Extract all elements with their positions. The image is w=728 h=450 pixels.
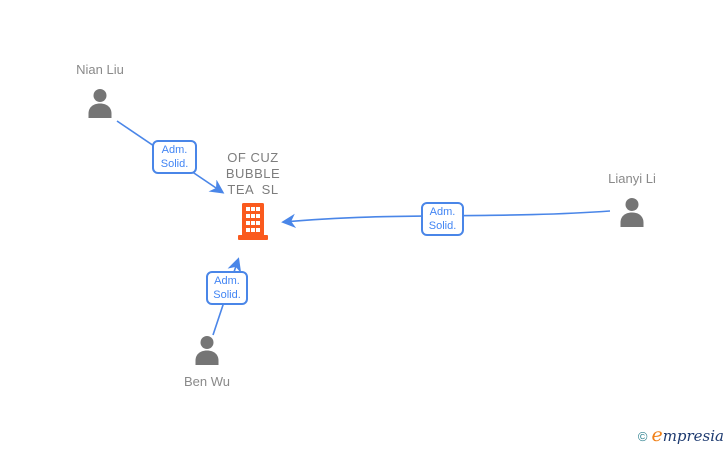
edge-label-line1: Adm.	[214, 275, 240, 287]
person-icon	[88, 89, 112, 118]
company-name-line: BUBBLE	[225, 166, 281, 181]
brand-name: mpresia	[662, 427, 724, 445]
edge-label-line2: Solid.	[428, 220, 457, 232]
edge-label-line2: Solid.	[160, 158, 189, 170]
person-icon	[195, 336, 219, 365]
brand-text: empresia	[651, 424, 724, 446]
person-label: Ben Wu	[183, 374, 230, 389]
company-name-line: OF CUZ	[227, 150, 279, 165]
edge-label-line1: Adm.	[161, 144, 188, 156]
edge-label-line1: Adm.	[429, 206, 456, 218]
company-node[interactable]: OF CUZ BUBBLE TEA SL	[203, 150, 303, 240]
company-name-line: TEA SL	[227, 182, 279, 197]
company-name: OF CUZ BUBBLE TEA SL	[226, 150, 280, 198]
edge-label-line2: Solid.	[213, 289, 241, 301]
person-node-ben-wu[interactable]: Ben Wu	[175, 334, 239, 389]
person-icon	[620, 198, 644, 227]
person-label: Nian Liu	[76, 62, 124, 77]
building-icon	[238, 203, 268, 240]
edge-label-nian-liu: Adm. Solid.	[152, 140, 197, 174]
brand-initial: e	[651, 424, 663, 446]
edge-label-ben-wu: Adm. Solid.	[206, 271, 248, 305]
footer-logo[interactable]: © empresia	[638, 424, 724, 446]
person-node-nian-liu[interactable]: Nian Liu	[68, 62, 132, 119]
person-label: Lianyi Li	[608, 171, 656, 186]
person-node-lianyi-li[interactable]: Lianyi Li	[600, 171, 664, 228]
copyright-icon: ©	[637, 429, 648, 444]
edge-label-lianyi-li: Adm. Solid.	[421, 202, 464, 236]
